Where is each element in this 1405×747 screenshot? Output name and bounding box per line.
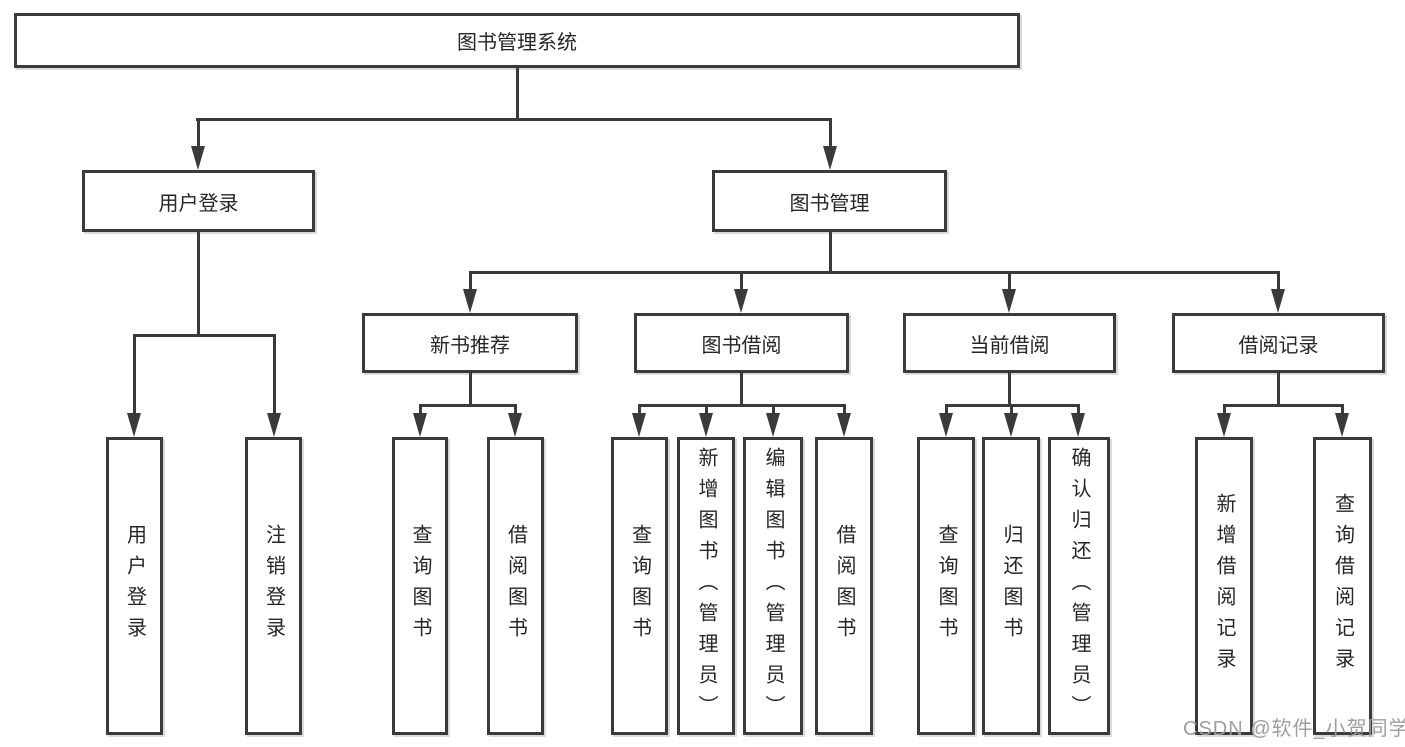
connector-drop-leaf-user-login — [133, 334, 136, 416]
connector-book-mgmt-bus — [469, 271, 1280, 274]
leaf-return-book-label: 归还图书 — [1000, 524, 1022, 648]
arrow-down-icon — [1004, 413, 1018, 437]
connector-user-login-bus — [133, 334, 276, 337]
leaf-return-book: 归还图书 — [982, 437, 1040, 735]
connector-drop-query-c — [945, 404, 948, 416]
leaf-query-record: 查询借阅记录 — [1313, 437, 1372, 735]
leaf-edit-book-label: 编辑图书（管理员） — [762, 446, 784, 726]
arrow-down-icon — [267, 413, 281, 437]
connector-borrowing-bus — [638, 404, 846, 407]
leaf-logout: 注销登录 — [245, 437, 302, 735]
leaf-borrow-book-a: 借阅图书 — [487, 437, 544, 735]
node-current: 当前借阅 — [903, 313, 1116, 373]
node-book-mgmt-label: 图书管理 — [789, 192, 870, 215]
leaf-user-login-label: 用户登录 — [123, 524, 146, 648]
node-new-books-label: 新书推荐 — [430, 334, 510, 357]
leaf-add-record-label: 新增借阅记录 — [1213, 493, 1235, 679]
node-user-login-label: 用户登录 — [158, 192, 239, 215]
connector-drop-query-record — [1341, 404, 1344, 416]
connector-drop-query-b — [638, 404, 641, 416]
connector-drop-edit-book — [772, 404, 775, 416]
connector-drop-borrow-b — [843, 404, 846, 416]
arrow-down-icon — [823, 146, 837, 170]
connector-drop-borrow-a — [514, 404, 517, 416]
leaf-query-book-c: 查询图书 — [917, 437, 975, 735]
leaf-borrow-book-b: 借阅图书 — [815, 437, 873, 735]
connector-drop-confirm-return — [1077, 404, 1080, 416]
arrow-down-icon — [413, 413, 427, 437]
arrow-down-icon — [837, 413, 851, 437]
connector-drop-book-mgmt — [829, 118, 832, 150]
leaf-query-book-b-label: 查询图书 — [628, 524, 651, 648]
arrow-down-icon — [1335, 413, 1349, 437]
leaf-borrow-book-b-label: 借阅图书 — [833, 524, 855, 648]
arrow-down-icon — [1002, 289, 1016, 313]
leaf-query-record-label: 查询借阅记录 — [1331, 493, 1354, 679]
arrow-down-icon — [508, 413, 522, 437]
leaf-query-book-b: 查询图书 — [611, 437, 668, 735]
node-root: 图书管理系统 — [14, 13, 1020, 68]
leaf-query-book-a-label: 查询图书 — [409, 524, 431, 648]
arrow-down-icon — [1071, 413, 1085, 437]
connector-book-mgmt-stem — [829, 232, 832, 274]
connector-borrowing-stem — [740, 373, 743, 406]
connector-drop-leaf-logout — [273, 334, 276, 416]
connector-records-bus — [1223, 404, 1343, 407]
connector-drop-query-a — [419, 404, 422, 416]
arrow-down-icon — [1271, 289, 1285, 313]
connector-new-books-stem — [469, 373, 472, 406]
leaf-add-book: 新增图书（管理员） — [677, 437, 735, 735]
connector-drop-current — [1008, 271, 1011, 293]
node-book-mgmt: 图书管理 — [712, 170, 947, 232]
arrow-down-icon — [191, 146, 205, 170]
leaf-confirm-return-label: 确认归还（管理员） — [1068, 446, 1090, 726]
leaf-add-record: 新增借阅记录 — [1195, 437, 1253, 735]
arrow-down-icon — [463, 289, 477, 313]
node-borrowing: 图书借阅 — [634, 313, 849, 373]
node-new-books: 新书推荐 — [362, 313, 578, 373]
connector-drop-add-record — [1223, 404, 1226, 416]
arrow-down-icon — [632, 413, 646, 437]
arrow-down-icon — [699, 413, 713, 437]
arrow-down-icon — [1217, 413, 1231, 437]
connector-records-stem — [1277, 373, 1280, 406]
connector-root-stem — [516, 66, 519, 120]
node-records: 借阅记录 — [1172, 313, 1385, 373]
leaf-query-book-c-label: 查询图书 — [935, 524, 957, 648]
node-records-label: 借阅记录 — [1238, 334, 1319, 357]
connector-new-books-bus — [419, 404, 517, 407]
arrow-down-icon — [734, 289, 748, 313]
connector-drop-borrowing — [740, 271, 743, 293]
csdn-watermark: CSDN @软件_小贺同学 — [1183, 718, 1405, 740]
leaf-add-book-label: 新增图书（管理员） — [695, 446, 717, 726]
leaf-confirm-return: 确认归还（管理员） — [1048, 437, 1110, 735]
arrow-down-icon — [766, 413, 780, 437]
node-root-label: 图书管理系统 — [457, 32, 577, 54]
leaf-query-book-a: 查询图书 — [392, 437, 448, 735]
arrow-down-icon — [939, 413, 953, 437]
connector-drop-records — [1277, 271, 1280, 293]
connector-root-bus — [196, 118, 832, 121]
leaf-user-login: 用户登录 — [106, 437, 163, 735]
leaf-logout-label: 注销登录 — [262, 524, 285, 648]
leaf-borrow-book-a-label: 借阅图书 — [504, 524, 527, 648]
connector-drop-new-books — [469, 271, 472, 293]
connector-user-login-stem — [197, 232, 200, 336]
connector-drop-user-login — [197, 118, 200, 150]
connector-current-stem — [1008, 373, 1011, 406]
connector-drop-return-book — [1010, 404, 1013, 416]
connector-drop-add-book — [705, 404, 708, 416]
node-user-login: 用户登录 — [82, 170, 315, 232]
leaf-edit-book: 编辑图书（管理员） — [743, 437, 803, 735]
node-borrowing-label: 图书借阅 — [701, 334, 782, 357]
arrow-down-icon — [127, 413, 141, 437]
node-current-label: 当前借阅 — [969, 334, 1050, 357]
